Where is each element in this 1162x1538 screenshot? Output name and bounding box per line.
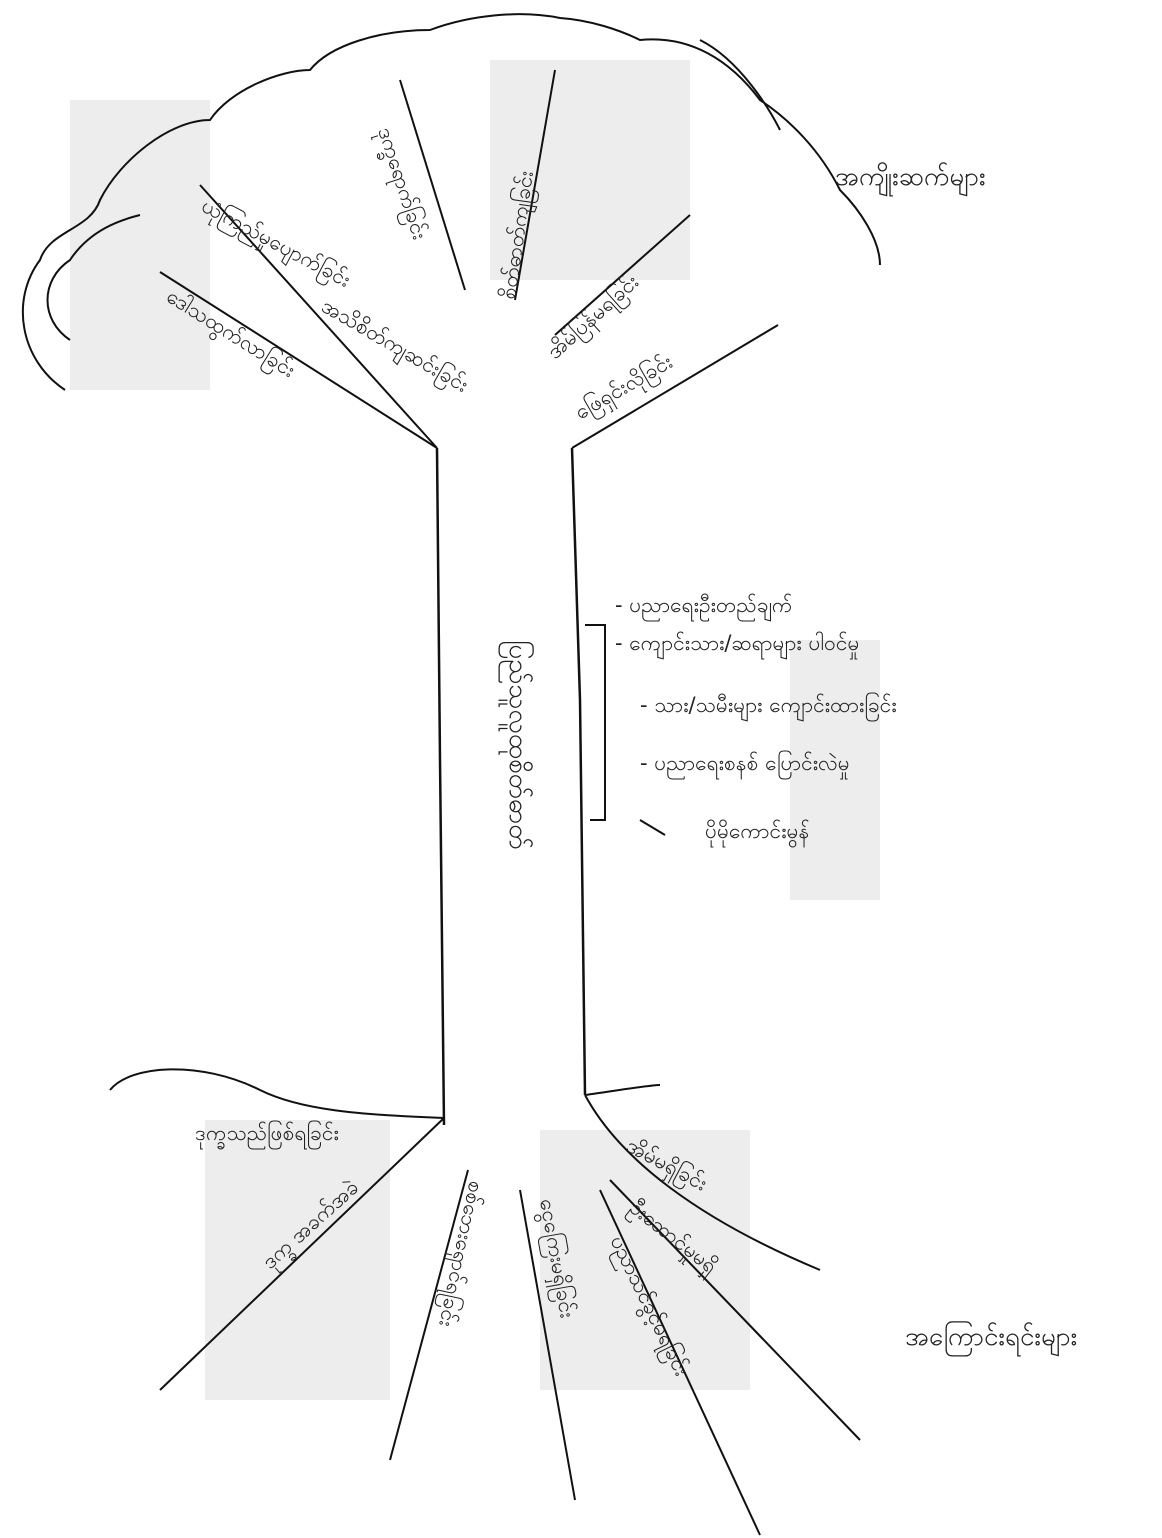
canopy-inner-right	[700, 40, 780, 130]
canopy-branch-label-2: ယုံကြည်မှုပျောက်ခြင်း	[195, 191, 355, 296]
trunk-note-marks	[585, 625, 665, 835]
canopy-branch-label-5: အိမ်ပြန်မရခြင်း	[541, 268, 646, 367]
canopy-branch-label-3: ဒုက္ခရောက်ခြင်း	[368, 124, 433, 244]
trunk-right-line	[572, 448, 585, 1095]
trunk-label: ပြည်သူလူထုစိတ်ဓာတ်	[498, 640, 536, 850]
trunk-left-line	[437, 448, 444, 1125]
canopy-label: အကျိုးဆက်များ	[835, 161, 986, 197]
trunk-note-1: - ပညာရေးဦးတည်ချက်	[615, 592, 792, 622]
roots-label: အကြောင်းရင်းများ	[905, 1319, 1077, 1357]
